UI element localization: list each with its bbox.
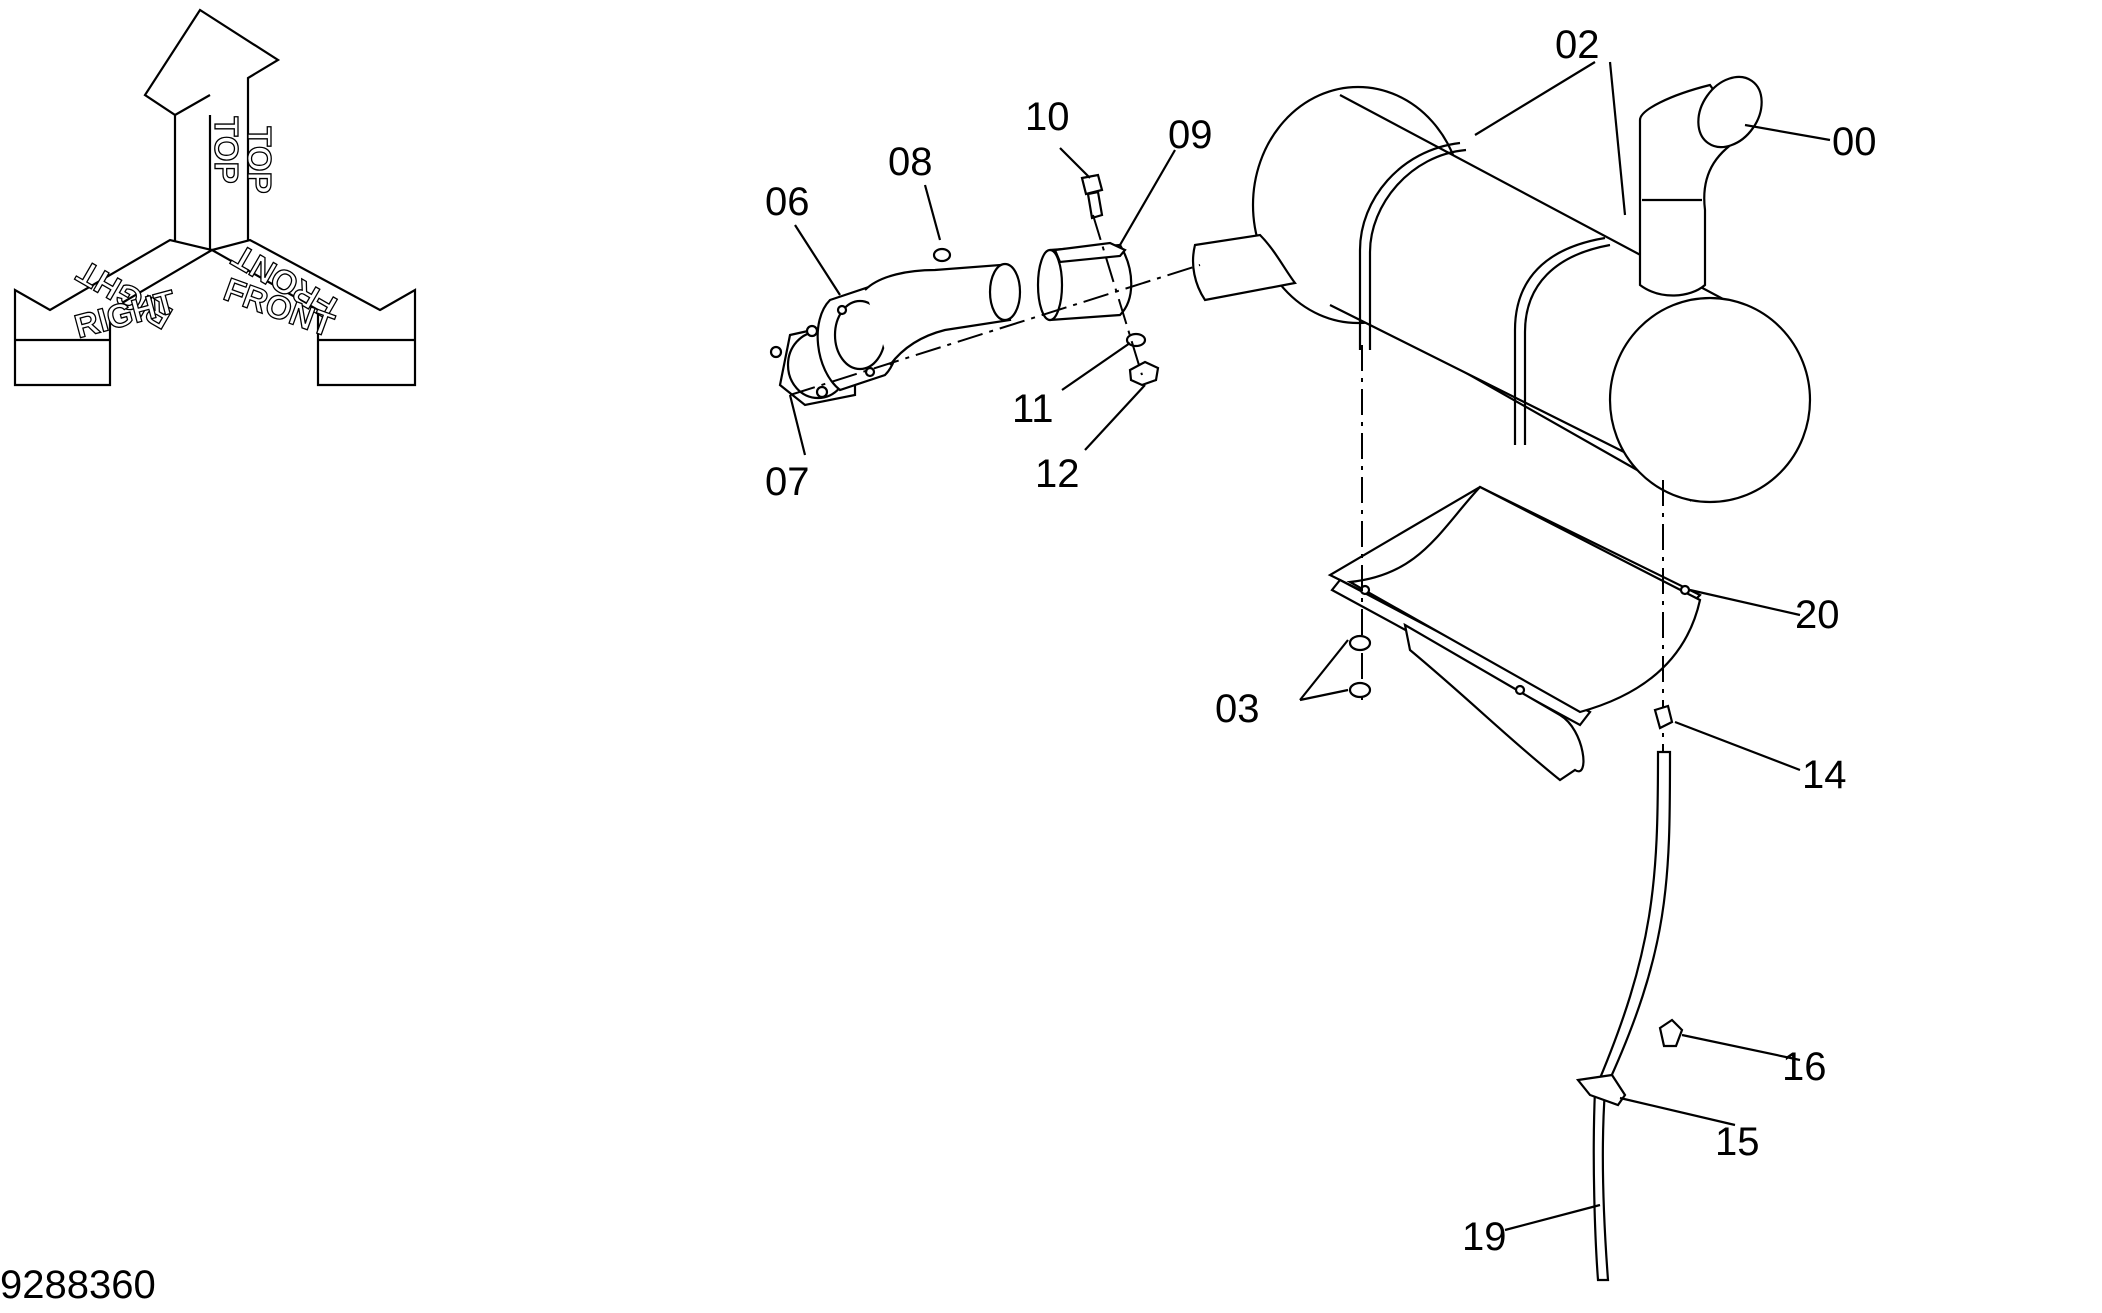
callout-11: 11 (1012, 387, 1054, 431)
callout-16: 16 (1782, 1045, 1827, 1089)
callout-02: 02 (1555, 23, 1600, 67)
callout-14: 14 (1802, 753, 1847, 797)
clip-14 (1653, 704, 1674, 730)
callout-12: 12 (1035, 452, 1080, 496)
muffler (1251, 75, 1812, 504)
callout-19: 19 (1462, 1215, 1507, 1259)
muffler-bracket (1327, 485, 1702, 782)
callout-10: 10 (1025, 95, 1070, 139)
hose-clamp (1575, 1073, 1627, 1107)
callout-20: 20 (1795, 593, 1840, 637)
top-arrow (143, 8, 281, 252)
drain-hose (1592, 750, 1672, 1282)
clamp-sleeve (1036, 241, 1133, 322)
leader-lines (788, 61, 1831, 1232)
callout-00: 00 (1832, 120, 1877, 164)
top-label-2: TOP (241, 126, 278, 193)
callout-labels: 00 02 03 06 07 08 09 10 11 12 14 15 16 1… (765, 23, 1877, 1259)
front-arrow (209, 238, 417, 387)
bolt-16 (1658, 1018, 1684, 1048)
nut-12 (1128, 360, 1160, 387)
callout-08: 08 (888, 140, 933, 184)
muffler-inlet-stub (1191, 233, 1297, 302)
callout-06: 06 (765, 180, 810, 224)
callout-09: 09 (1168, 113, 1213, 157)
muffler-straps (1358, 141, 1611, 445)
orientation-indicator: TOP TOP RIGHT RIGHT FRONT FRONT (13, 8, 417, 387)
washers-03 (1348, 634, 1372, 699)
drawing-number: 9288360 (0, 1263, 156, 1307)
callout-15: 15 (1715, 1120, 1760, 1164)
callout-03: 03 (1215, 687, 1260, 731)
right-arrow (13, 238, 215, 387)
nut-08 (932, 247, 952, 263)
callout-07: 07 (765, 460, 810, 504)
bolt-10 (1080, 173, 1104, 220)
flanged-exhaust-pipe (816, 262, 1022, 392)
top-label-1: TOP (208, 116, 245, 183)
